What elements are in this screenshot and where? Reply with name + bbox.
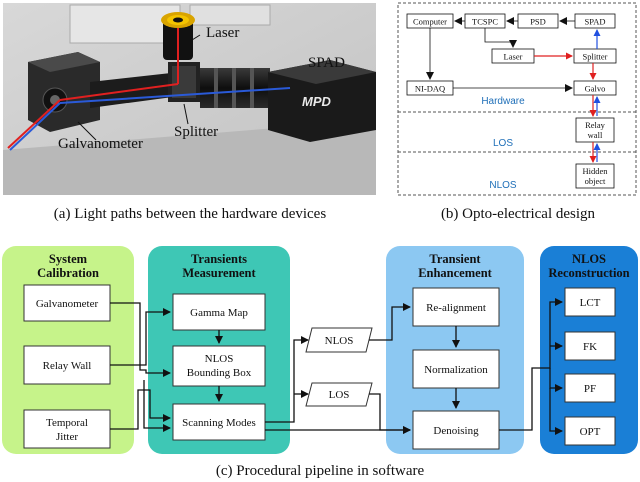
caption-b: (b) Opto-electrical design (441, 206, 596, 222)
block-normalization-label: Normalization (424, 364, 488, 376)
splitter-device (168, 62, 200, 102)
zone-hardware: Hardware (481, 96, 525, 107)
block-realignment-label: Re-alignment (426, 302, 486, 314)
block-temporal-label-1: Temporal (46, 417, 88, 429)
photo-label-spad: SPAD (308, 55, 345, 71)
stage-transients-title-2: Measurement (182, 266, 256, 280)
block-scanning-label: Scanning Modes (182, 417, 256, 429)
node-computer-label: Computer (413, 17, 447, 27)
block-relay-wall-label: Relay Wall (43, 360, 92, 372)
rack-unit (69, 4, 181, 44)
block-galvanometer-label: Galvanometer (36, 298, 99, 310)
block-bbox-label-1: NLOS (205, 353, 234, 365)
node-laser-label: Laser (504, 52, 523, 62)
block-denoising (412, 410, 500, 450)
edge-relay-gamma (110, 308, 171, 366)
block-denoising-label: Denoising (433, 425, 479, 437)
software-pipeline: System Calibration Transients Measuremen… (2, 246, 638, 454)
stage-calibration-title-1: System (49, 252, 88, 266)
block-fk (564, 331, 616, 361)
photo-label-laser: Laser (206, 25, 239, 41)
block-pf (564, 373, 616, 403)
caption-c: (c) Procedural pipeline in software (216, 463, 425, 479)
opto-electrical-design: Hardware LOS NLOS Computer TCSPC PSD SPA… (397, 2, 637, 196)
stage-calibration-title-2: Calibration (37, 266, 99, 280)
pipeline-edges (110, 298, 563, 435)
block-gamma-map-label: Gamma Map (190, 307, 248, 319)
edge-scan-nlos (265, 336, 309, 423)
mpd-logo-text: MPD (302, 94, 332, 109)
edge-nlos-realign (369, 303, 411, 341)
zone-nlos: NLOS (489, 180, 517, 191)
spad-device: MPD (268, 60, 376, 142)
edge-galvo-bbox (110, 302, 171, 377)
laser-beam-out (7, 99, 61, 149)
data-nlos-label: NLOS (325, 335, 354, 347)
return-beam-in (9, 102, 61, 151)
data-los (305, 382, 373, 407)
node-hidden-object (575, 163, 615, 189)
block-pf-label: PF (584, 383, 596, 395)
block-lct-label: LCT (580, 297, 601, 309)
node-relay-label-1: Relay (585, 120, 606, 130)
edge-calib-scanning (143, 380, 171, 432)
node-splitter (573, 48, 617, 64)
data-los-label: LOS (329, 389, 350, 401)
block-opt-label: OPT (580, 426, 601, 438)
block-scanning-modes (172, 403, 266, 441)
node-psd-label: PSD (530, 17, 546, 27)
return-beam-to-spad (59, 87, 291, 104)
edge-denoise-lct (499, 298, 563, 431)
node-splitter-label: Splitter (582, 52, 607, 62)
splitter-leader (183, 103, 189, 125)
block-normalization (412, 349, 500, 389)
block-opt (564, 416, 616, 446)
photo-label-galvanometer: Galvanometer (58, 136, 143, 152)
block-temporal-label-2: Jitter (56, 431, 78, 443)
stage-enhancement-title-1: Transient (429, 252, 481, 266)
stage-enhancement-title-2: Enhancement (418, 266, 492, 280)
node-relay-label-2: wall (588, 130, 603, 140)
node-galvo (573, 80, 617, 96)
optical-bench (3, 120, 376, 195)
block-temporal-jitter (23, 409, 111, 449)
node-hidden-label-2: object (585, 176, 606, 186)
block-bbox-label-2: Bounding Box (187, 367, 252, 379)
edge-denoise-opt (549, 388, 563, 435)
laser-leader (191, 34, 201, 41)
node-relay-wall (575, 117, 615, 143)
node-hidden-label-1: Hidden (582, 166, 608, 176)
galvo-leader (77, 121, 97, 141)
stage-reconstruction-title-1: NLOS (572, 252, 606, 266)
rack-unit-2 (189, 4, 271, 26)
node-galvo-label: Galvo (585, 84, 606, 94)
node-nidaq-label: NI-DAQ (415, 84, 445, 94)
block-galvanometer (23, 284, 111, 322)
block-bounding-box (172, 345, 266, 387)
stage-transients-title-1: Transients (191, 252, 247, 266)
block-fk-label: FK (583, 341, 597, 353)
hardware-photo: MPD Laser SPAD Galvanometer Splitter (3, 3, 376, 195)
block-lct (564, 287, 616, 317)
edge-tcspc-laser (484, 28, 517, 48)
block-gamma-map (172, 293, 266, 331)
node-spad-label: SPAD (585, 17, 606, 27)
node-tcspc-label: TCSPC (472, 17, 498, 27)
block-realignment (412, 287, 500, 327)
stage-reconstruction-title-2: Reconstruction (548, 266, 629, 280)
zone-los: LOS (493, 138, 513, 149)
photo-label-splitter: Splitter (174, 124, 218, 140)
caption-a: (a) Light paths between the hardware dev… (54, 206, 327, 222)
data-nlos (305, 327, 373, 353)
laser-beam-to-galvo (59, 83, 179, 101)
